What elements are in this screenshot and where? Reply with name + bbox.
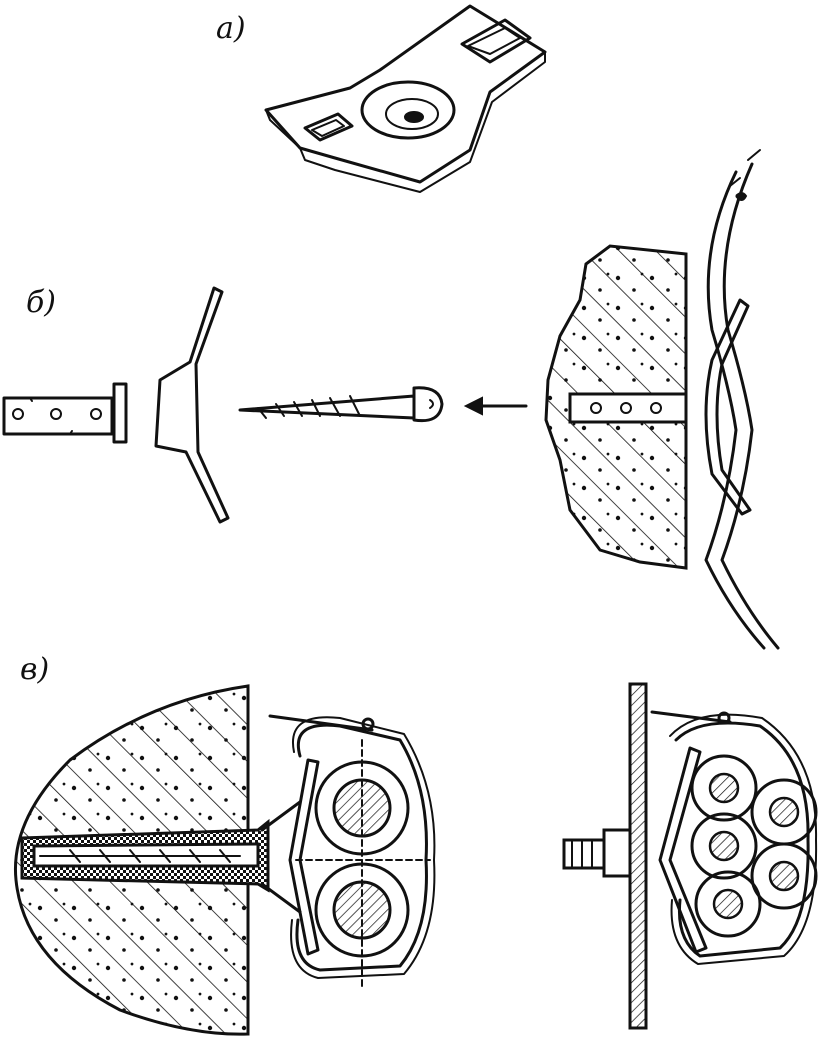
plate-and-bolt: [562, 682, 648, 1030]
cable-and-clip: [704, 149, 780, 650]
band-clip: [154, 286, 230, 524]
label-a: a): [216, 11, 246, 46]
wood-screw: [238, 386, 444, 423]
bracket-plate: [264, 4, 547, 193]
wall-anchor-section: [13, 684, 302, 1036]
label-b: б): [26, 285, 57, 320]
cable-clamp-two: [268, 714, 436, 991]
label-v: в): [20, 652, 50, 687]
concrete-wall-section: [544, 244, 688, 570]
dowel-plug: [2, 382, 128, 444]
cable-clamp-five: [650, 710, 818, 965]
arrow: [463, 396, 528, 416]
